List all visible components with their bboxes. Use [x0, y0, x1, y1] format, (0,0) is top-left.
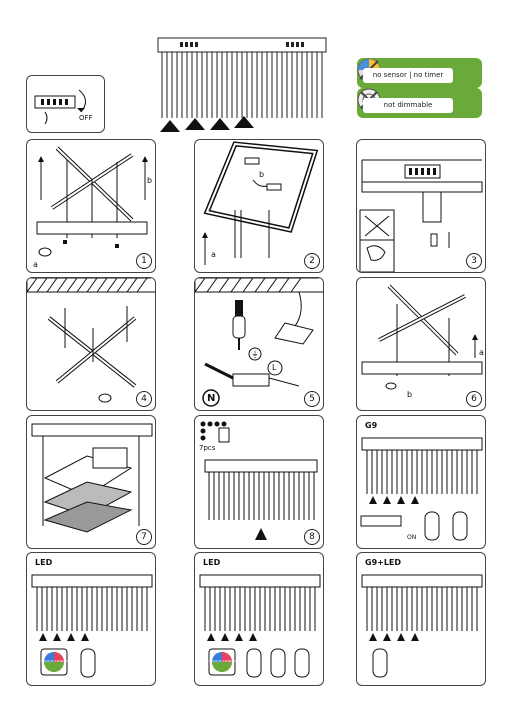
- led-variant-panel: LED COLOUR CHANGE: [194, 552, 324, 686]
- label-b: b: [407, 390, 413, 399]
- variant-tag: LED: [33, 557, 55, 568]
- led-variant-panel: LED COLOUR CHANGE: [26, 552, 156, 686]
- label-b: b: [147, 176, 153, 185]
- colour-change-badge: COLOUR CHANGE: [41, 659, 68, 663]
- screwdriver-icon: [232, 300, 246, 350]
- step-2-panel: b a 2: [194, 139, 324, 273]
- off-label: OFF: [79, 114, 93, 122]
- sensor-info-text: no sensor | no timer: [363, 68, 453, 83]
- bulb-off-panel: OFF: [26, 75, 105, 133]
- step-1-panel: b a 1: [26, 139, 156, 273]
- dimmable-info-text: not dimmable: [363, 98, 453, 113]
- l-label: L: [272, 363, 277, 372]
- label-a: a: [211, 250, 216, 259]
- label-a: a: [479, 348, 484, 357]
- pcs-label: 7pcs: [199, 444, 216, 452]
- fixture-overview-illustration: [157, 37, 327, 132]
- variant-tag: G9+LED: [363, 557, 404, 568]
- step-number: 2: [304, 253, 320, 269]
- variant-tag: LED: [201, 557, 223, 568]
- step-number: 1: [136, 253, 152, 269]
- n-label: N: [207, 393, 216, 404]
- step-number: 7: [136, 529, 152, 545]
- step-4-panel: 4: [26, 277, 156, 411]
- g9-led-variant-panel: G9+LED: [356, 552, 486, 686]
- g9-variant-panel: G9 ON: [356, 415, 486, 549]
- step-7-panel: 7: [26, 415, 156, 549]
- step-3-panel: 3: [356, 139, 486, 273]
- step-number: 8: [304, 529, 320, 545]
- remote-icon: [424, 511, 440, 541]
- step-5-panel: ⏚ L N 5: [194, 277, 324, 411]
- label-b: b: [259, 170, 265, 179]
- step-number: 3: [466, 253, 482, 269]
- ground-label: ⏚: [251, 350, 259, 359]
- label-a: a: [33, 260, 38, 269]
- step-number: 4: [136, 391, 152, 407]
- sensor-info-box: no sensor | no timer: [357, 58, 482, 88]
- colour-change-badge: COLOUR CHANGE: [209, 659, 236, 663]
- step-number: 5: [304, 391, 320, 407]
- step-6-panel: a b 6: [356, 277, 486, 411]
- on-label: ON: [407, 534, 417, 541]
- step-number: 6: [466, 391, 482, 407]
- bulb-icon: [34, 89, 86, 125]
- variant-tag: G9: [363, 420, 380, 431]
- dimmable-info-box: not dimmable: [357, 88, 482, 118]
- step-8-panel: 7pcs 8: [194, 415, 324, 549]
